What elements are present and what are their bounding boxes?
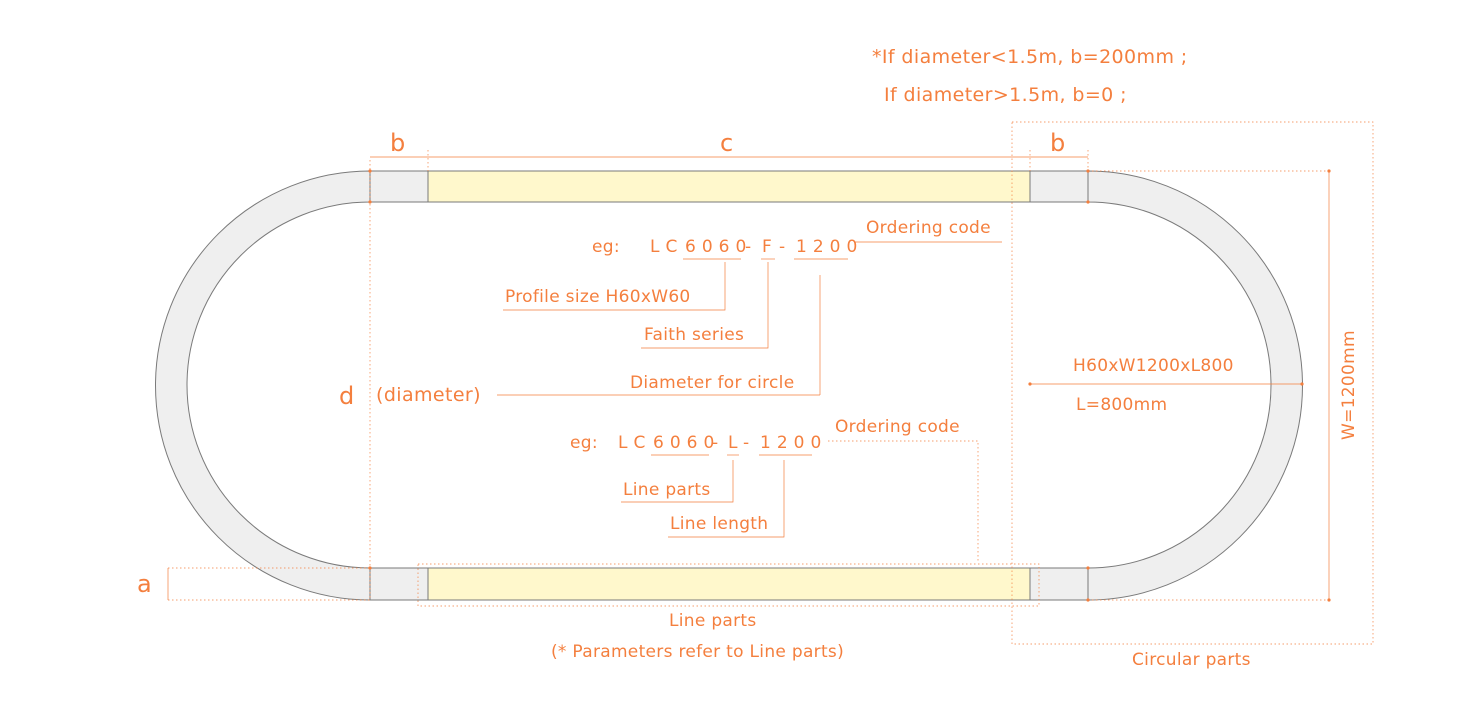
series-callout-line [641, 262, 769, 349]
dim-b-left: b [390, 129, 405, 157]
line-code-dash2: - [743, 433, 755, 453]
dot [1086, 566, 1090, 570]
b-segment-bottom-left [369, 567, 429, 601]
circular-spec-length: L=800mm [1076, 395, 1167, 415]
circular-code-diameter: 1200 [796, 237, 863, 257]
line-code-type: L [728, 433, 743, 453]
circular-code-lc: LC [650, 237, 683, 257]
size-callout-line [503, 262, 726, 311]
left-circular-part [155, 170, 371, 601]
dim-diameter: (diameter) [376, 384, 481, 406]
dot [1086, 169, 1090, 173]
line-part-top [427, 170, 1031, 203]
dim-d: d [339, 382, 354, 410]
line-code-prefix: eg: [570, 433, 598, 453]
note-line-1: *If diameter<1.5m, b=200mm ; [872, 46, 1188, 68]
circular-code-dash2: - [779, 237, 791, 257]
dot [1327, 169, 1331, 173]
line-code-length: 1200 [760, 433, 827, 453]
b-segment-top-right [1029, 170, 1089, 203]
callout-line-parts: Line parts [623, 480, 711, 500]
type-callout-line [621, 460, 734, 503]
caption-line-parts-note: (* Parameters refer to Line parts) [551, 642, 844, 662]
circular-code-prefix: eg: [592, 237, 620, 257]
line-parts-box [417, 563, 1040, 607]
callout-profile-size: Profile size H60xW60 [505, 287, 691, 307]
dot [1300, 382, 1304, 386]
dim-c: c [720, 129, 733, 157]
dim-a: a [137, 570, 152, 598]
line-code-size: 6060 [653, 433, 720, 453]
circular-code-size: 6060 [685, 237, 752, 257]
dot [1327, 598, 1331, 602]
b-segment-top-left [369, 170, 429, 203]
dot [1086, 598, 1090, 602]
circular-code-dash1: - [745, 237, 757, 257]
note-line-2: If diameter>1.5m, b=0 ; [884, 84, 1127, 106]
circular-spec-size: H60xW1200xL800 [1073, 356, 1234, 376]
line-ordering-label: Ordering code [835, 417, 960, 437]
line-code-dash1: - [712, 433, 724, 453]
line-part-bottom [427, 567, 1031, 601]
length-callout-line [668, 460, 785, 538]
dim-width: W=1200mm [1339, 330, 1359, 440]
caption-circular-parts: Circular parts [1132, 650, 1251, 670]
circular-parts-box [1011, 121, 1374, 645]
callout-line-length: Line length [670, 514, 768, 534]
ordering-code-leader-2 [828, 440, 979, 562]
circular-code-series: F [762, 237, 778, 257]
caption-line-parts: Line parts [669, 611, 757, 631]
dot [368, 169, 372, 173]
line-code-lc: LC [618, 433, 651, 453]
dot [1086, 200, 1090, 204]
dot [1028, 382, 1032, 386]
dot [368, 566, 372, 570]
callout-diameter-circle: Diameter for circle [630, 373, 794, 393]
right-circular-part [1087, 170, 1303, 601]
dim-b-right: b [1050, 129, 1065, 157]
callout-faith-series: Faith series [644, 325, 744, 345]
dot [368, 200, 372, 204]
circular-ordering-label: Ordering code [866, 218, 991, 238]
